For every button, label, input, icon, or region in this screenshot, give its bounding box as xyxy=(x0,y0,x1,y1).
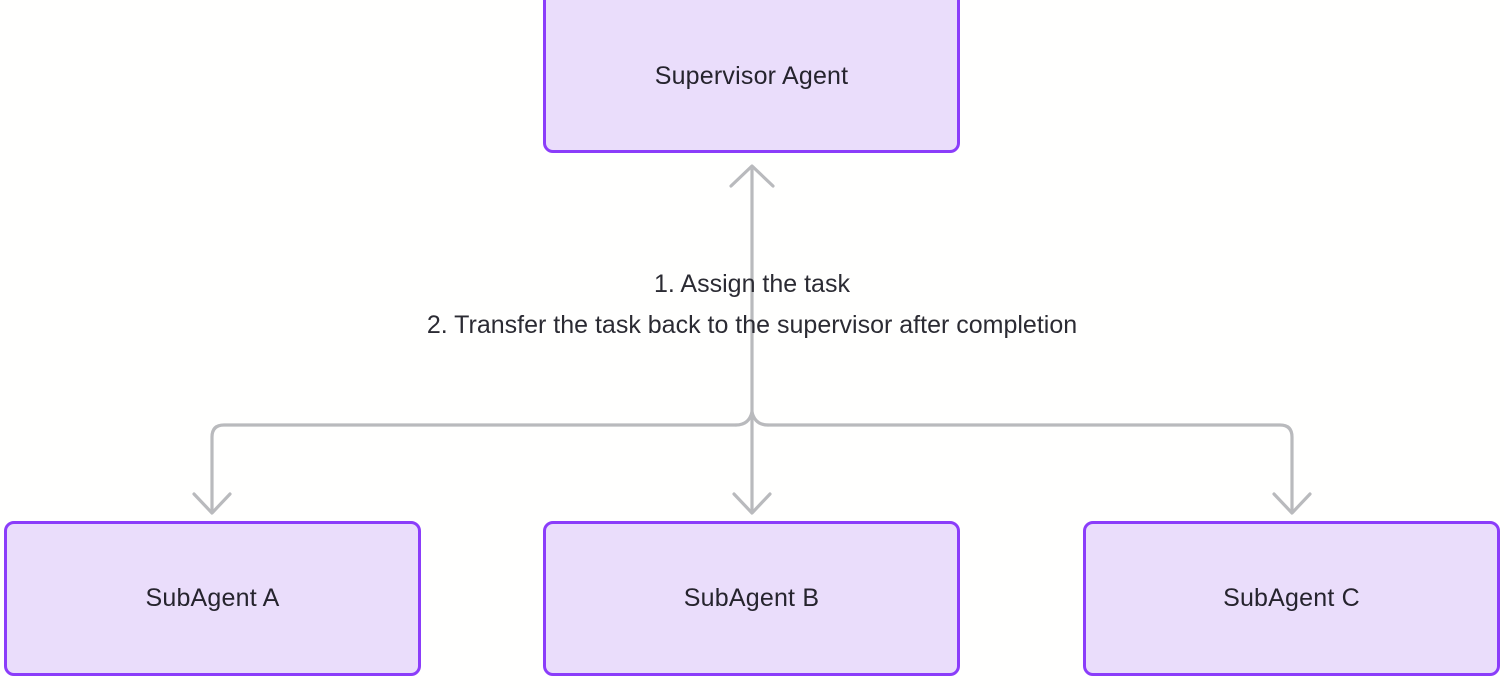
edge-supervisor-subagent-c xyxy=(766,423,1294,512)
node-subagent-b-label: SubAgent B xyxy=(683,584,820,612)
edge-label-supervisor-flow: 1. Assign the task 2. Transfer the task … xyxy=(426,270,1078,339)
edge-supervisor-subagent-a xyxy=(210,423,738,512)
node-subagent-c[interactable]: SubAgent C xyxy=(1083,521,1500,676)
node-subagent-a-label: SubAgent A xyxy=(145,584,280,612)
arrowhead-down-subagent-c xyxy=(1272,492,1312,515)
node-supervisor-agent-label: Supervisor Agent xyxy=(654,62,849,90)
node-supervisor-agent[interactable]: Supervisor Agent xyxy=(543,0,960,153)
node-subagent-c-label: SubAgent C xyxy=(1223,584,1360,612)
node-subagent-b[interactable]: SubAgent B xyxy=(543,521,960,676)
arrowhead-up-supervisor xyxy=(729,164,775,188)
arrowhead-down-subagent-b xyxy=(732,492,772,515)
node-subagent-a[interactable]: SubAgent A xyxy=(4,521,421,676)
edge-junction-fillet-right xyxy=(750,410,770,427)
edge-junction-fillet-left xyxy=(734,410,754,427)
arrowhead-down-subagent-a xyxy=(192,492,232,515)
